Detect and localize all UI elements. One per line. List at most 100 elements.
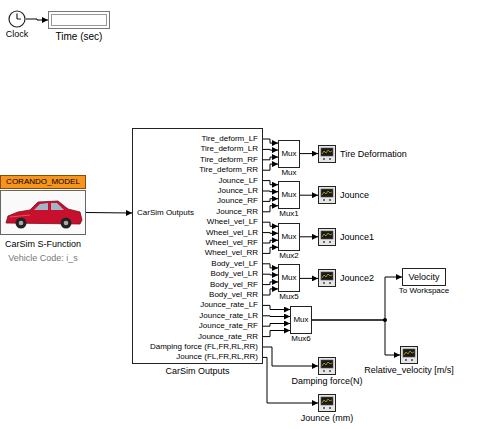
output-port-label: Jounce_rate_RR bbox=[198, 332, 258, 342]
scope-icon bbox=[319, 270, 335, 286]
block-symbol: Mux bbox=[281, 191, 296, 200]
signal-line bbox=[263, 274, 278, 276]
output-port-label: Jounce_RR bbox=[216, 207, 258, 217]
output-port-label: Damping force (FL,FR,RL,RR) bbox=[150, 342, 258, 352]
block-name: CarSim Outputs bbox=[165, 366, 229, 376]
clock-icon bbox=[8, 10, 26, 28]
scope-icon bbox=[401, 347, 417, 363]
scope-block: Jounce (mm) bbox=[318, 394, 336, 412]
block-name: Mux6 bbox=[291, 334, 311, 343]
output-port-label: Wheel_vel_LF bbox=[207, 217, 258, 227]
block-name: Mux2 bbox=[279, 251, 299, 260]
output-port-label: Body_vel_LF bbox=[211, 259, 258, 269]
s-function-block: CarSim S-FunctionVehicle Code: i_s bbox=[0, 190, 86, 235]
output-port-label: Wheel_vel_RR bbox=[205, 248, 258, 258]
output-port-label: Jounce_LF bbox=[218, 176, 258, 186]
signal-line bbox=[312, 320, 400, 355]
output-port-label: Wheel_vel_RF bbox=[206, 238, 258, 248]
display-block: Time (sec) bbox=[48, 11, 110, 29]
signal-line bbox=[263, 191, 278, 193]
output-port-label: Jounce_RF bbox=[217, 196, 258, 206]
scope-block: Tire Deformation bbox=[318, 145, 336, 163]
output-port-label: Body_vel_RR bbox=[209, 290, 258, 300]
signal-line bbox=[263, 206, 278, 212]
block-name: Clock bbox=[6, 29, 29, 39]
signal-line bbox=[263, 222, 278, 226]
output-port-label: Tire_deform_LR bbox=[200, 144, 258, 154]
scope-icon bbox=[319, 229, 335, 245]
block-symbol: Mux bbox=[293, 315, 308, 324]
scope-icon bbox=[319, 395, 335, 411]
signal-line bbox=[263, 139, 278, 143]
model-tag: CORANDO_MODEL bbox=[0, 175, 86, 189]
scope-block: Jounce1 bbox=[318, 228, 336, 246]
signal-line bbox=[263, 347, 318, 366]
output-port-label: Tire_deform_LF bbox=[201, 134, 258, 144]
output-port-label: Jounce (FL,FR,RL,RR) bbox=[176, 352, 258, 362]
output-port-label: Wheel_vel_LR bbox=[206, 228, 258, 238]
signal-line bbox=[263, 240, 278, 243]
block-name: CarSim S-Function bbox=[5, 239, 81, 249]
scope-block: Damping force(N) bbox=[318, 357, 336, 375]
mux-block: MuxMux1 bbox=[278, 181, 300, 209]
scope-icon bbox=[319, 187, 335, 203]
output-port-label: Body_vel_LR bbox=[210, 269, 258, 279]
signal-line bbox=[263, 324, 290, 327]
mux-block: MuxMux2 bbox=[278, 223, 300, 251]
block-name: Tire Deformation bbox=[340, 148, 407, 158]
output-port-label: Tire_deform_RR bbox=[199, 165, 258, 175]
block-symbol: Mux bbox=[281, 232, 296, 241]
signal-line bbox=[300, 236, 318, 237]
scope-block: Relative_velocity [m/s] bbox=[400, 346, 418, 364]
signal-line bbox=[300, 278, 318, 279]
signal-line bbox=[300, 195, 318, 196]
output-port-label: Jounce_rate_LR bbox=[199, 311, 258, 321]
signal-line bbox=[263, 282, 278, 285]
mux-block: MuxMux5 bbox=[278, 264, 300, 292]
signal-line bbox=[263, 199, 278, 202]
signal-line bbox=[26, 19, 48, 20]
signal-line bbox=[263, 157, 278, 160]
signal-line bbox=[263, 289, 278, 295]
block-name: Relative_velocity [m/s] bbox=[364, 365, 454, 375]
scope-icon bbox=[319, 358, 335, 374]
to-workspace-block: VelocityTo Workspace bbox=[402, 268, 446, 286]
signal-line bbox=[263, 149, 278, 151]
block-name: Mux5 bbox=[279, 292, 299, 301]
clock-block: Clock bbox=[8, 10, 26, 28]
scope-block: Jounce2 bbox=[318, 269, 336, 287]
block-name: Mux bbox=[281, 168, 296, 177]
input-port-label: CarSim Outputs bbox=[137, 208, 194, 218]
mux-block: MuxMux6 bbox=[290, 306, 312, 334]
block-name: Jounce2 bbox=[340, 273, 374, 283]
block-annotation: Vehicle Code: i_s bbox=[8, 253, 78, 263]
model-label: CORANDO_MODEL bbox=[6, 177, 80, 186]
block-symbol: Velocity bbox=[408, 272, 439, 282]
signal-line bbox=[263, 247, 278, 253]
block-name: Mux1 bbox=[279, 209, 299, 218]
block-name: Jounce bbox=[340, 190, 369, 200]
carsim-outputs-block: CarSim OutputsTire_deform_LFTire_deform_… bbox=[132, 128, 263, 364]
output-port-label: Body_vel_RF bbox=[210, 280, 258, 290]
block-name: Jounce (mm) bbox=[301, 413, 354, 423]
block-symbol: Mux bbox=[281, 274, 296, 283]
block-name: Jounce1 bbox=[340, 232, 374, 242]
output-port-label: Tire_deform_RF bbox=[200, 155, 258, 165]
signal-line bbox=[263, 164, 278, 170]
output-port-label: Jounce_LR bbox=[218, 186, 258, 196]
block-name: To Workspace bbox=[399, 286, 450, 295]
block-name: Damping force(N) bbox=[291, 376, 362, 386]
signal-line bbox=[86, 212, 132, 214]
block-name: Time (sec) bbox=[56, 31, 103, 43]
scope-block: Jounce bbox=[318, 186, 336, 204]
signal-line bbox=[263, 315, 290, 317]
signal-line bbox=[263, 181, 278, 185]
output-port-label: Jounce_rate_LF bbox=[200, 300, 258, 310]
signal-line bbox=[263, 305, 290, 309]
signal-line bbox=[263, 331, 290, 337]
signal-line bbox=[263, 232, 278, 234]
car-illustration bbox=[0, 190, 86, 235]
mux-block: MuxMux bbox=[278, 140, 300, 168]
output-port-label: Jounce_rate_RF bbox=[199, 321, 258, 331]
signal-line bbox=[300, 153, 318, 154]
